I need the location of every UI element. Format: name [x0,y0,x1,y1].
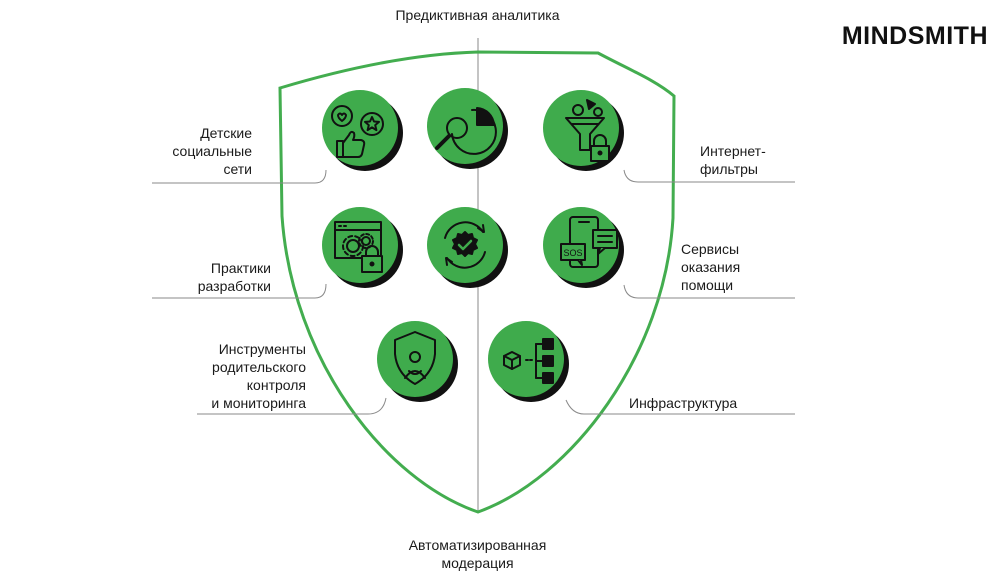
cubes-network-icon [488,321,569,402]
label-dev-practices: Практики разработки [197,260,271,294]
sos-text: SOS [563,248,582,258]
label-internet-filters: Интернет- фильтры [700,143,766,177]
refresh-badge-check-icon [427,207,508,288]
shield-person-icon [377,321,458,402]
shield-outline [278,50,676,514]
label-parental-tools: Инструменты родительского контроля и мон… [211,341,306,411]
label-automated-moderation: Автоматизированная модерация [408,537,547,571]
thumbs-up-heart-star-icon [322,90,403,171]
connector-help-services [623,284,795,299]
label-infrastructure: Инфраструктура [629,395,738,411]
label-help-services: Сервисы оказания помощи [681,241,741,293]
connector-parental-tools [197,397,387,415]
connector-kids-social [152,169,327,184]
funnel-lock-icon [543,90,624,171]
label-predictive-analytics: Предиктивная аналитика [395,7,560,23]
mindsmith-logo: MINDSMITH [841,22,988,50]
connector-infrastructure [565,399,795,415]
connector-dev-practices [152,283,327,299]
browser-gear-lock-icon [322,207,403,288]
connector-internet-filters [623,169,795,183]
label-kids-social-networks: Детские социальные сети [172,125,252,177]
phone-sos-chat-icon: SOS [543,207,624,288]
magnifier-pie-chart-icon [427,88,508,169]
